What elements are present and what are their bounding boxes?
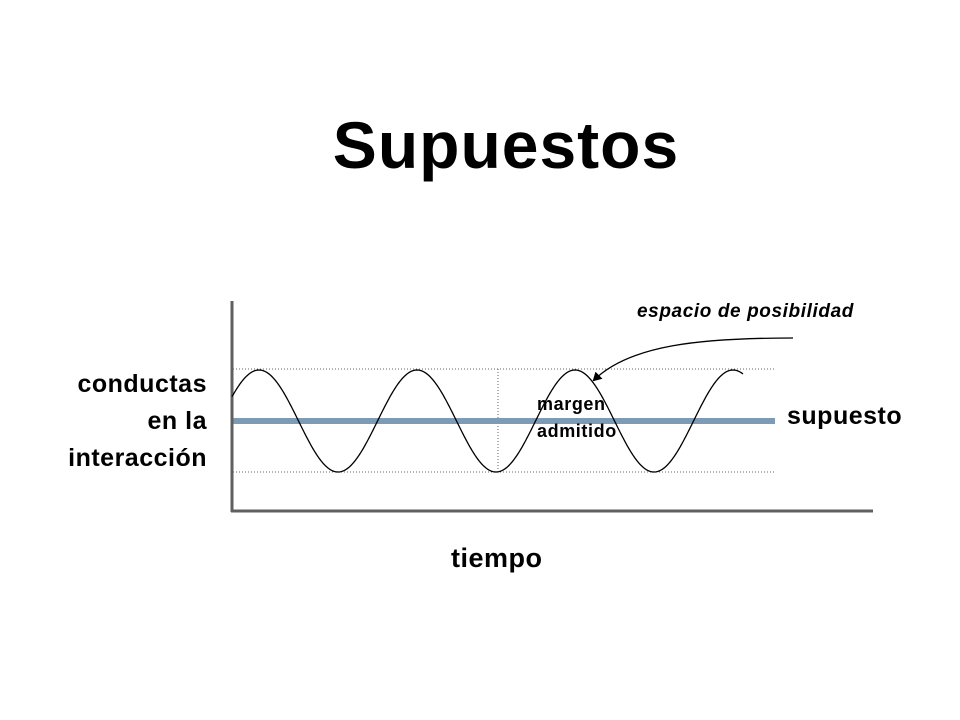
admitted-margin-label-line-2: admitido: [537, 421, 617, 441]
possibility-arrow: [592, 337, 794, 382]
x-axis-label: tiempo: [451, 543, 543, 573]
y-axis-label-line-3: interacción: [68, 444, 207, 472]
behavior-wave: [231, 369, 744, 473]
baseline-label: supuesto: [787, 402, 903, 430]
y-axis-label-line-1: conductas: [77, 370, 207, 398]
y-axis-label: conductas en la interacción: [68, 366, 207, 477]
admitted-margin-label: margen admitido: [537, 391, 617, 445]
slide-title: Supuestos: [332, 108, 680, 182]
admitted-margin-label-line-1: margen: [537, 394, 606, 414]
possibility-space-label: espacio de posibilidad: [637, 301, 854, 322]
y-axis-label-line-2: en la: [147, 407, 207, 435]
